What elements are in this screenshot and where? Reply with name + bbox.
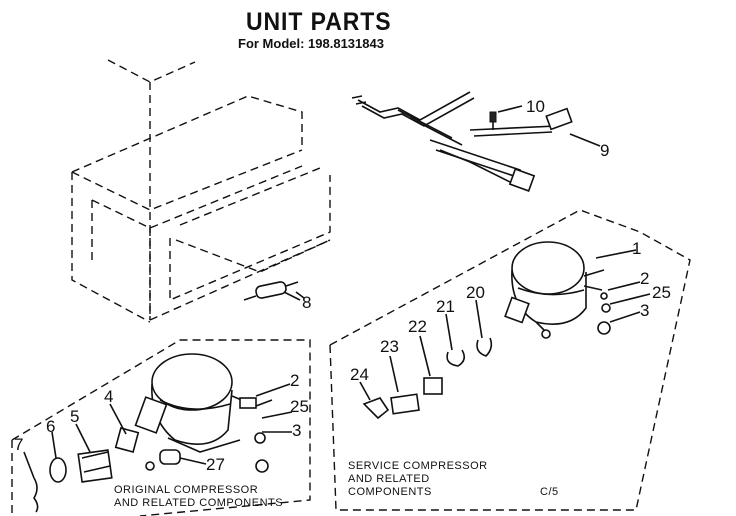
original-compressor-caption: ORIGINAL COMPRESSOR AND RELATED COMPONEN… (114, 484, 284, 509)
callout-2-service: 2 (640, 269, 650, 288)
callout-3-original: 3 (292, 421, 302, 440)
callout-10: 10 (526, 97, 545, 116)
callout-9: 9 (600, 141, 610, 160)
callout-7: 7 (14, 435, 24, 454)
leader-lines (23, 105, 651, 479)
callout-24: 24 (350, 365, 369, 384)
callout-8: 8 (302, 293, 312, 312)
callout-25-original: 25 (290, 397, 309, 416)
callout-25-service: 25 (652, 283, 671, 302)
callout-27: 27 (206, 455, 225, 474)
filter-drier (243, 281, 305, 301)
callout-23: 23 (380, 337, 399, 356)
drawing-code: C/5 (540, 486, 559, 498)
wire-harness (351, 91, 573, 192)
callout-4: 4 (104, 387, 114, 406)
callout-22: 22 (408, 317, 427, 336)
original-compressor-box (11, 339, 311, 516)
service-compressor (362, 241, 611, 420)
callout-6: 6 (46, 417, 56, 436)
service-compressor-box (329, 209, 691, 511)
callout-5: 5 (70, 407, 80, 426)
callout-20: 20 (466, 283, 485, 302)
service-compressor-caption: SERVICE COMPRESSOR AND RELATED COMPONENT… (348, 460, 488, 498)
callout-21: 21 (436, 297, 455, 316)
model-line: For Model: 198.8131843 (238, 36, 384, 51)
cabinet-outline (71, 59, 331, 323)
callout-1: 1 (632, 239, 642, 258)
original-compressor (33, 353, 273, 513)
page-title: UNIT PARTS (246, 8, 392, 36)
callout-2-original: 2 (290, 371, 300, 390)
callout-3-service: 3 (640, 301, 650, 320)
